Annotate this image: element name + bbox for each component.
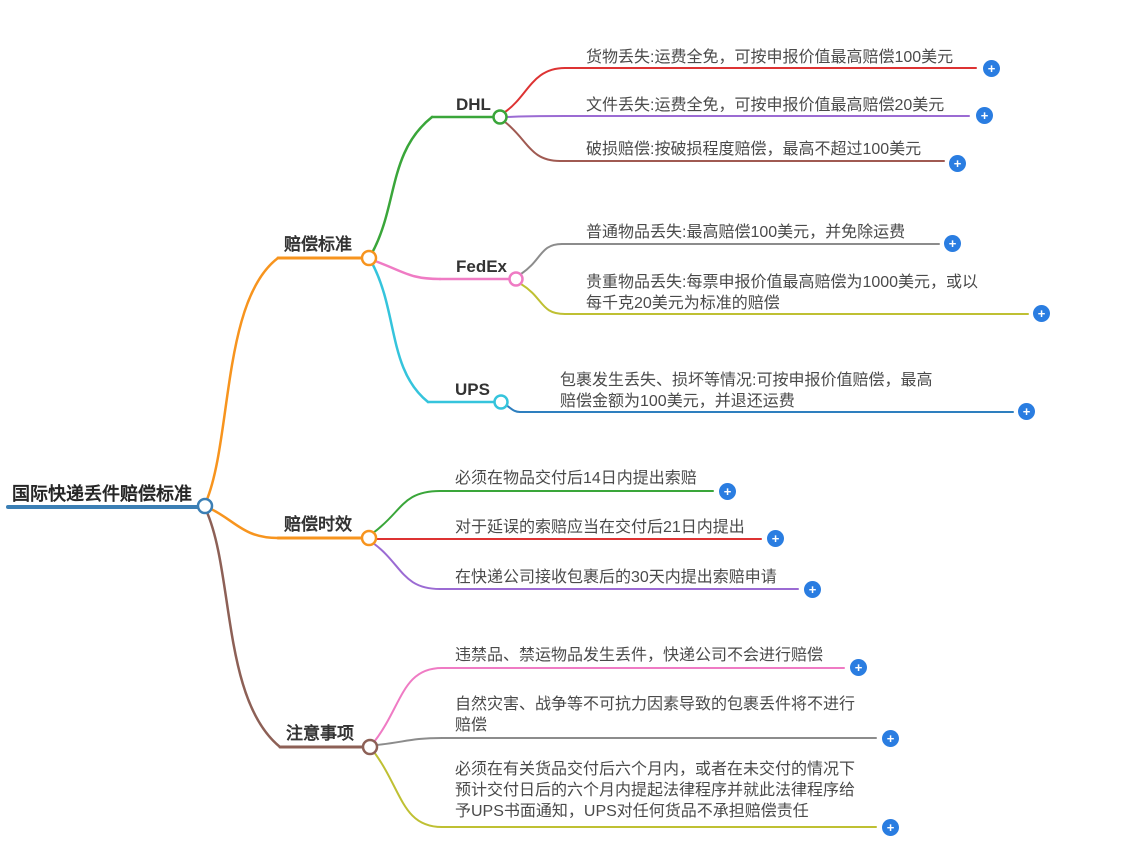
node-anchor-standards[interactable] <box>360 249 378 267</box>
leaf-notes-force-majeure[interactable]: 自然灾害、战争等不可抗力因素导致的包裹丢件将不进行赔偿 <box>455 696 856 734</box>
connector-standards-fedex <box>373 259 442 281</box>
connector-fedex-leaf2 <box>520 283 566 315</box>
leaf-dhl-document-loss[interactable]: 文件丢失:运费全免，可按申报价值最高赔偿20美元 <box>586 97 945 114</box>
node-branch-deadline[interactable]: 赔偿时效 <box>284 515 352 534</box>
connector-fedex-leaf1 <box>520 243 563 275</box>
connector-deadline-leaf1 <box>372 490 441 534</box>
connector-dhl-leaf2 <box>506 115 566 118</box>
leaf-deadline-21days[interactable]: 对于延误的索赔应当在交付后21日内提出 <box>455 519 745 536</box>
node-anchor-notes[interactable] <box>361 738 379 756</box>
node-dhl[interactable]: DHL <box>456 95 491 114</box>
node-anchor-deadline[interactable] <box>360 529 378 547</box>
node-anchor-root[interactable] <box>196 497 214 515</box>
connector-root-deadline <box>207 506 280 540</box>
node-root[interactable]: 国际快递丢件赔偿标准 <box>12 484 192 504</box>
expand-icon[interactable]: + <box>944 235 961 252</box>
leaf-deadline-30days[interactable]: 在快递公司接收包裹后的30天内提出索赔申请 <box>455 569 777 586</box>
expand-icon[interactable]: + <box>882 730 899 747</box>
leaf-ups-loss-damage[interactable]: 包裹发生丢失、损坏等情况:可按申报价值赔偿，最高赔偿金额为100美元，并退还运费 <box>560 372 933 410</box>
expand-icon[interactable]: + <box>850 659 867 676</box>
leaf-notes-contraband[interactable]: 违禁品、禁运物品发生丢件，快递公司不会进行赔偿 <box>455 647 824 664</box>
expand-icon[interactable]: + <box>767 530 784 547</box>
connector-notes-leaf1 <box>373 667 443 743</box>
expand-icon[interactable]: + <box>1033 305 1050 322</box>
connector-deadline-leaf3 <box>372 542 441 590</box>
expand-icon[interactable]: + <box>804 581 821 598</box>
connector-standards-dhl <box>370 115 434 255</box>
expand-icon[interactable]: + <box>882 819 899 836</box>
connector-root-notes <box>204 508 282 749</box>
node-anchor-dhl[interactable] <box>492 109 508 125</box>
leaf-fedex-valuable-loss[interactable]: 贵重物品丢失:每票申报价值最高赔偿为1000美元，或以每千克20美元为标准的赔偿 <box>586 274 979 312</box>
connector-root-standards <box>204 256 280 504</box>
connector-dhl-leaf1 <box>504 67 566 113</box>
expand-icon[interactable]: + <box>1018 403 1035 420</box>
node-anchor-ups[interactable] <box>493 394 509 410</box>
node-anchor-fedex[interactable] <box>508 271 524 287</box>
leaf-fedex-ordinary-loss[interactable]: 普通物品丢失:最高赔偿100美元，并免除运费 <box>586 224 906 241</box>
expand-icon[interactable]: + <box>949 155 966 172</box>
connector-standards-ups <box>370 261 430 404</box>
node-branch-notes[interactable]: 注意事项 <box>286 724 354 743</box>
node-ups[interactable]: UPS <box>455 380 490 399</box>
node-fedex[interactable]: FedEx <box>456 257 508 276</box>
leaf-dhl-damage[interactable]: 破损赔偿:按破损程度赔偿，最高不超过100美元 <box>586 141 922 158</box>
leaf-dhl-cargo-loss[interactable]: 货物丢失:运费全免，可按申报价值最高赔偿100美元 <box>586 49 954 66</box>
connector-notes-leaf2 <box>376 737 443 746</box>
connector-dhl-leaf3 <box>504 121 561 162</box>
connector-notes-leaf3 <box>373 751 443 828</box>
node-branch-standards[interactable]: 赔偿标准 <box>284 235 352 254</box>
leaf-deadline-14days[interactable]: 必须在物品交付后14日内提出索赔 <box>455 470 697 487</box>
expand-icon[interactable]: + <box>719 483 736 500</box>
leaf-notes-legal-procedure[interactable]: 必须在有关货品交付后六个月内，或者在未交付的情况下预计交付日后的六个月内提起法律… <box>455 761 856 820</box>
expand-icon[interactable]: + <box>983 60 1000 77</box>
connector-ups-leaf1 <box>505 404 521 413</box>
expand-icon[interactable]: + <box>976 107 993 124</box>
